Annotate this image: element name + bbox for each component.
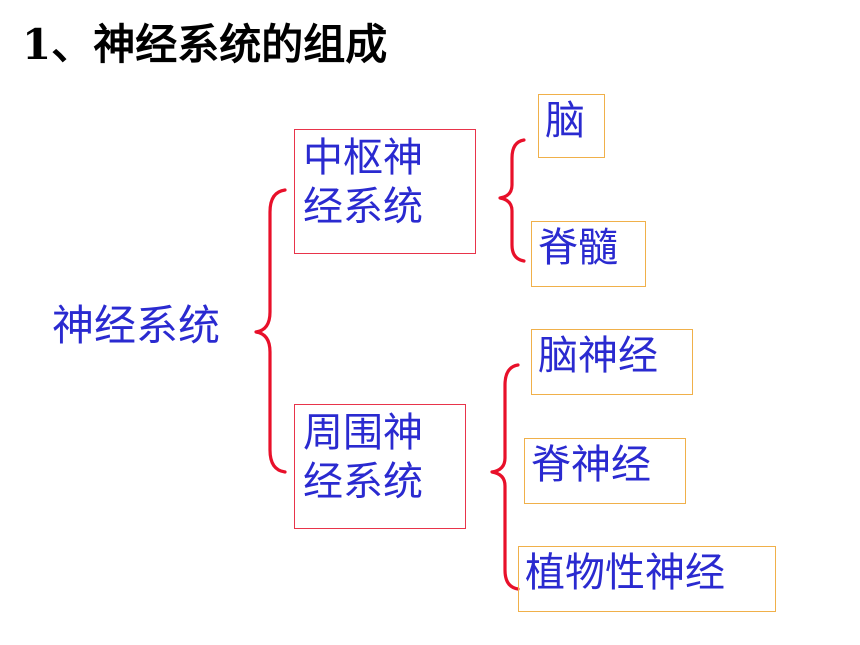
peripheral-node-line2: 经系统: [303, 458, 423, 505]
central-node-line1: 中枢神: [303, 135, 423, 181]
central-nervous-system-node: 中枢神 经系统: [294, 129, 476, 254]
peripheral-node-line1: 周围神: [303, 410, 423, 456]
central-node-line2: 经系统: [303, 183, 423, 230]
leaf-node-spinal-nerves: 脊神经: [524, 438, 686, 504]
leaf-node-brain: 脑: [538, 94, 605, 158]
central-brace: [498, 138, 526, 263]
leaf-node-autonomic-nerves: 植物性神经: [518, 546, 776, 612]
peripheral-brace: [490, 363, 520, 591]
main-brace: [254, 188, 287, 474]
peripheral-nervous-system-node: 周围神 经系统: [294, 404, 466, 529]
page-title: 1、神经系统的组成: [22, 20, 388, 69]
leaf-node-cranial-nerves: 脑神经: [531, 329, 693, 395]
root-node-nervous-system: 神经系统: [52, 301, 221, 350]
leaf-node-spinal-cord: 脊髓: [531, 221, 646, 287]
